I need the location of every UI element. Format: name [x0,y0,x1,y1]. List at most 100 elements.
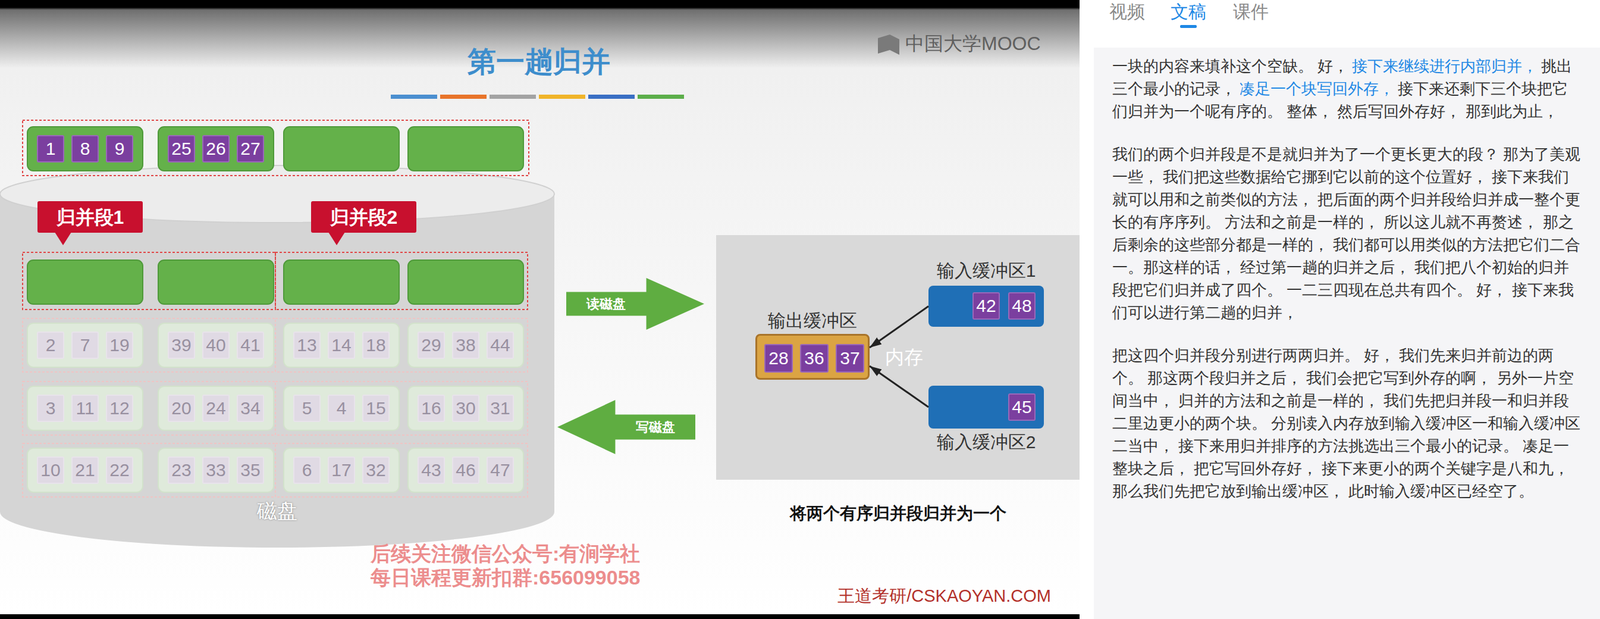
faded-record-cell: 44 [486,331,514,359]
faded-record-number: 34 [240,399,260,417]
memory-box: 内存输出缓冲区283637输入缓冲区14248输入缓冲区245 [716,234,1080,480]
faded-record-number: 4 [336,399,347,417]
faded-record-number: 13 [296,336,317,354]
segment-callout: 归并段2 [311,201,417,233]
faded-record-cell: 11 [71,394,99,422]
write-disk-arrow: 写磁盘 [557,399,696,454]
faded-record-cell: 13 [293,331,321,359]
record-number: 9 [114,139,125,158]
callout-text: 归并段2 [330,207,398,227]
faded-record-cell: 46 [452,456,480,484]
faded-record-number: 43 [421,460,441,479]
faded-record-cell: 30 [452,394,480,422]
title-color-bars [390,94,685,99]
input-buffer: 输入缓冲区245 [928,385,1044,429]
faded-record-number: 14 [331,336,351,354]
faded-record-cell: 4 [327,394,356,422]
record-cell: 45 [1008,393,1036,421]
faded-record-cell: 31 [486,394,514,422]
faded-record-cell: 23 [167,456,196,484]
faded-record-cell: 43 [417,456,445,484]
faded-record-number: 11 [75,399,94,417]
faded-record-cell: 12 [105,394,134,422]
output-buffer: 输出缓冲区283637 [755,333,870,380]
faded-record-number: 44 [490,336,510,354]
faded-record-cell: 17 [327,456,356,484]
arrow-polygon [557,399,696,454]
disk-label: 磁盘 [256,498,298,523]
faded-record-number: 23 [171,460,191,479]
record-cell: 37 [835,343,865,373]
transcript-panel [1093,47,1600,619]
faded-record-cell: 34 [236,394,265,422]
connector-arrow [869,306,929,348]
buffer-label: 输出缓冲区 [767,310,858,331]
faded-record-number: 19 [109,336,130,354]
transcript-text: 一块的内容来填补这个空缺。 好， [1112,57,1349,75]
segment-callout: 归并段1 [37,201,143,233]
segment-dotted-frames [22,120,529,497]
connector-arrow [869,365,929,407]
faded-record-cell: 6 [293,456,321,484]
disk-label-holder: 磁盘 [256,498,298,523]
transcript-paragraph: 一块的内容来填补这个空缺。 好，接下来继续进行内部归并，挑出三个最小的记录，凑足… [1112,54,1583,123]
faded-record-cell: 10 [36,456,65,484]
buffer-label-holder: 输出缓冲区 [767,310,858,331]
buffer-label-holder: 输入缓冲区2 [936,431,1037,453]
memory-label-holder: 内存 [885,346,924,368]
faded-record-number: 17 [331,460,351,479]
record-number: 26 [205,139,226,158]
record-number: 48 [1011,296,1032,315]
record-number: 28 [768,349,789,367]
record-cell: 8 [71,135,99,163]
read-disk-arrow: 读磁盘 [566,277,705,330]
faded-record-cell: 32 [362,456,390,484]
faded-disk-blocks [27,322,524,492]
faded-record-number: 24 [205,399,226,417]
faded-record-number: 31 [490,399,510,417]
record-cell: 27 [236,135,265,163]
panel-tab-holder: 视频 [1109,1,1145,23]
record-cell: 42 [972,292,1000,320]
transcript-highlight: 接下来继续进行内部归并， [1351,57,1538,75]
faded-record-cell: 18 [362,331,390,359]
record-cell: 25 [167,135,196,163]
panel-tab-active-holder: 文稿 [1170,1,1207,23]
faded-record-number: 29 [421,336,441,354]
transcript-highlight: 凑足一个块写回外存， [1239,79,1395,98]
transcript: 一块的内容来填补这个空缺。 好，接下来继续进行内部归并，挑出三个最小的记录，凑足… [1112,54,1583,503]
record-number: 36 [804,349,824,367]
faded-record-number: 5 [302,399,313,417]
record-number: 27 [240,139,260,158]
faded-record-number: 33 [205,460,226,479]
faded-record-number: 30 [455,399,476,417]
video-ground [0,0,1080,619]
faded-record-cell: 2 [36,331,65,359]
watermark: 每日课程更新扣群:656099058 [370,565,641,590]
faded-record-number: 12 [109,399,130,417]
slide-caption: 将两个有序归并段归并为一个 [789,503,1007,524]
record-number: 8 [80,139,91,158]
mooc-logo-text: 中国大学MOOC [905,32,1041,55]
faded-record-cell: 16 [417,394,445,422]
faded-record-cell: 33 [202,456,230,484]
title-holder: 第一趟归并 [467,45,611,79]
faded-record-number: 22 [109,460,130,479]
faded-record-number: 3 [45,399,56,417]
transcript-text: 把这四个归并段分别进行两两归并。 好， 我们先来归并前边的两个。 那这两个段归并… [1112,346,1581,500]
arrow-polygon [566,277,705,330]
record-cell: 28 [764,343,793,373]
disk-cylinder [0,165,555,548]
faded-record-cell: 7 [71,331,99,359]
faded-record-number: 7 [80,336,91,354]
faded-record-number: 35 [240,460,260,479]
arrow-text: 写磁盘 [635,418,676,436]
callout-pointer [328,231,345,246]
panel-tab-active: 文稿 [1170,1,1207,23]
record-cell: 1 [36,135,65,163]
faded-record-number: 2 [45,336,56,354]
record-cell: 9 [105,135,134,163]
slide-title: 第一趟归并 [467,45,611,79]
faded-record-number: 21 [74,460,95,479]
